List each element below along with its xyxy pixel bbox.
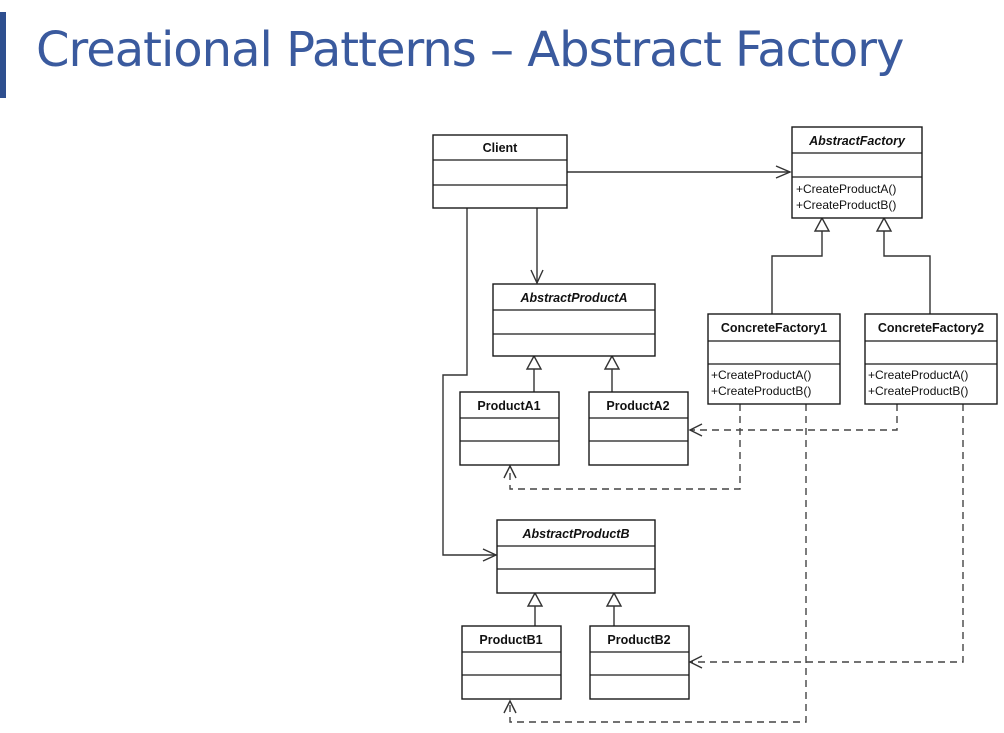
class-abstract-product-a: AbstractProductA [492,283,656,357]
cf1-inherits-abstract-factory [771,216,831,314]
concrete-factory-1-op-2: +CreateProductB() [711,384,811,398]
slide-title: Creational Patterns – Abstract Factory [36,22,904,78]
class-abstract-factory: AbstractFactory +CreateProductA() +Creat… [791,126,923,219]
client-to-abstract-product-b-arrow [442,208,498,562]
class-abstract-product-a-name: AbstractProductA [520,291,628,305]
class-abstract-product-b: AbstractProductB [496,519,656,594]
abstract-factory-op-2: +CreateProductB() [796,198,896,212]
concrete-factory-2-op-2: +CreateProductB() [868,384,968,398]
product-a2-inherits [603,354,621,392]
product-b2-inherits [605,591,623,626]
class-product-b1: ProductB1 [461,625,562,700]
class-product-a1-name: ProductA1 [477,399,540,413]
client-to-abstract-product-a-arrow [530,208,544,285]
class-concrete-factory-1: ConcreteFactory1 +CreateProductA() +Crea… [707,313,841,405]
class-product-a2-name: ProductA2 [606,399,669,413]
class-product-b2: ProductB2 [589,625,690,700]
class-abstract-product-b-name: AbstractProductB [522,527,630,541]
concrete-factory-1-op-1: +CreateProductA() [711,368,811,382]
class-product-a1: ProductA1 [459,391,560,466]
class-abstract-factory-name: AbstractFactory [808,134,906,148]
cf1-creates-product-b1 [503,404,807,723]
class-product-b2-name: ProductB2 [607,633,670,647]
cf1-creates-product-a1 [503,404,741,490]
product-a1-inherits [525,354,543,392]
class-product-a2: ProductA2 [588,391,689,466]
class-client: Client [432,134,568,209]
cf2-creates-product-b2 [688,404,964,669]
cf2-creates-product-a2 [688,404,898,437]
class-concrete-factory-1-name: ConcreteFactory1 [721,321,827,335]
class-product-b1-name: ProductB1 [479,633,542,647]
concrete-factory-2-op-1: +CreateProductA() [868,368,968,382]
class-concrete-factory-2: ConcreteFactory2 +CreateProductA() +Crea… [864,313,998,405]
class-client-name: Client [483,141,519,155]
title-accent-bar [0,12,6,98]
product-b1-inherits [526,591,544,626]
cf2-inherits-abstract-factory [875,216,931,314]
class-concrete-factory-2-name: ConcreteFactory2 [878,321,984,335]
client-to-abstract-factory-arrow [567,165,792,179]
abstract-factory-op-1: +CreateProductA() [796,182,896,196]
